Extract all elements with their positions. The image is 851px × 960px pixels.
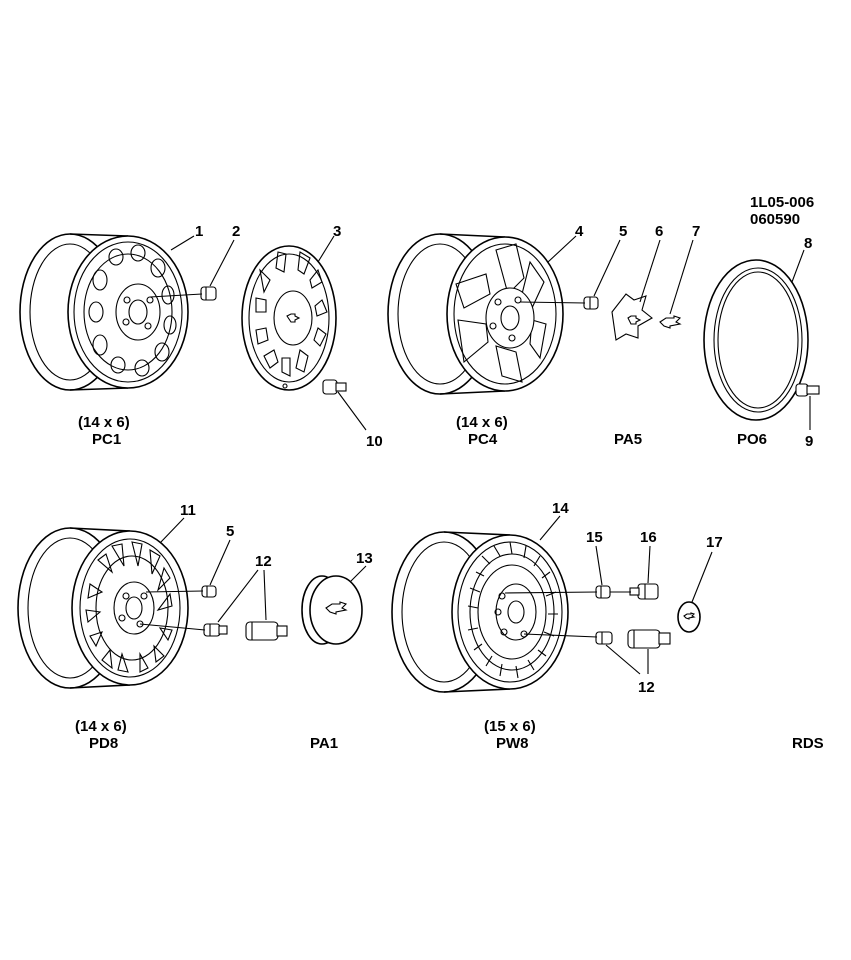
caption-pc1-size: (14 x 6) [78, 414, 130, 431]
callout-10: 10 [366, 433, 383, 450]
caption-pa1-code: PA1 [310, 735, 338, 752]
callout-1: 1 [195, 223, 203, 240]
caption-pd8-code: PD8 [89, 735, 118, 752]
valve-stem-part-10 [322, 379, 347, 395]
callout-13: 13 [356, 550, 373, 567]
center-cap-part-6 [611, 293, 653, 341]
center-emblem-part-17 [677, 601, 701, 633]
valve-stem-part-9 [795, 383, 820, 397]
caption-pc4-code: PC4 [468, 431, 498, 448]
lock-key-part-12 [245, 621, 288, 641]
callout-14: 14 [552, 500, 569, 517]
callout-11: 11 [180, 502, 196, 519]
callout-16: 16 [640, 529, 657, 546]
hub-cap-part-13 [301, 575, 363, 645]
callout-15: 15 [586, 529, 603, 546]
callout-12-right: 12 [638, 679, 655, 696]
caption-pd8-size: (14 x 6) [75, 718, 127, 735]
callout-12-left: 12 [255, 553, 272, 570]
callout-3: 3 [333, 223, 341, 240]
caption-po6-code: PO6 [737, 431, 767, 448]
callout-7: 7 [692, 223, 700, 240]
lug-nut-part-2 [200, 286, 217, 301]
cast-wheel-pw8 [391, 531, 569, 693]
callout-4: 4 [575, 223, 584, 240]
caption-pw8-size: (15 x 6) [484, 718, 536, 735]
caption-pw8-code: PW8 [496, 735, 529, 752]
callout-6: 6 [655, 223, 663, 240]
callout-2: 2 [232, 223, 240, 240]
caption-pa5-code: PA5 [614, 431, 642, 448]
bowtie-emblem-part-7 [659, 315, 682, 329]
callout-8: 8 [804, 235, 812, 252]
callout-5-top: 5 [619, 223, 627, 240]
lug-nut-part-5-top [583, 296, 599, 310]
lug-nut-part-16 [629, 583, 659, 600]
callout-9: 9 [805, 433, 813, 450]
wheel-cover-part-3 [241, 245, 337, 391]
lug-nut-part-5-bottom [201, 585, 217, 598]
caption-rds-code: RDS [792, 735, 824, 752]
lug-nut-part-15 [595, 585, 611, 599]
lock-nut-part-12-right [595, 631, 613, 645]
callout-17: 17 [706, 534, 723, 551]
trim-ring-part-8 [703, 259, 809, 421]
caption-pc4-size: (14 x 6) [456, 414, 508, 431]
drawing-ref-date: 060590 [750, 211, 800, 228]
styled-wheel-pd8 [17, 527, 189, 689]
aluminum-wheel-pc4 [387, 233, 564, 395]
drawing-ref-number: 1L05-006 [750, 194, 814, 211]
caption-pc1-code: PC1 [92, 431, 121, 448]
callout-5-bottom: 5 [226, 523, 234, 540]
lock-nut-part-12 [203, 623, 228, 637]
steel-wheel-pc1 [19, 233, 189, 391]
lock-key-part-12-right [627, 629, 671, 649]
